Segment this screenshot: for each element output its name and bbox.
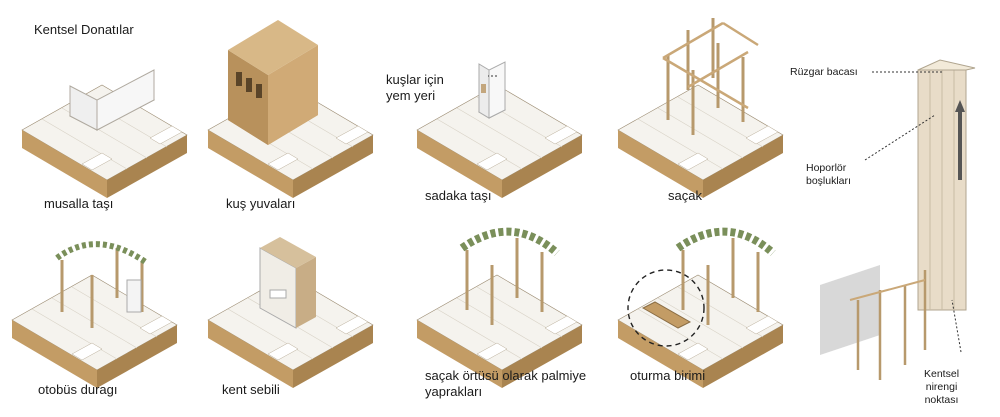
annotation-wind-tower: Rüzgar bacası bbox=[790, 66, 858, 78]
platform-otobus bbox=[11, 241, 178, 389]
label-otobus-duragi: otobüs duragı bbox=[38, 382, 118, 397]
highlight-circle bbox=[627, 269, 705, 347]
label-musalla-tasi: musalla taşı bbox=[44, 196, 114, 211]
wind-tower bbox=[820, 59, 976, 380]
landmark-leader bbox=[951, 299, 962, 353]
label-sacak: saçak bbox=[668, 188, 702, 203]
page-title: Kentsel Donatılar bbox=[34, 22, 134, 37]
platform-sacak bbox=[617, 18, 784, 199]
annotation-speaker: Hoporlör boşlukları bbox=[806, 162, 851, 187]
annotation-landmark: Kentsel nirengi noktası bbox=[924, 368, 960, 406]
platform-musalla bbox=[21, 69, 188, 199]
label-kus-yuvalari: kuş yuvaları bbox=[226, 196, 296, 211]
platform-oturma bbox=[617, 227, 784, 389]
annotation-bird-feed: kuşlar için yem yeri bbox=[386, 72, 444, 103]
label-oturma-birimi: oturma birimi bbox=[630, 368, 706, 383]
platform-kus-yuvalari bbox=[207, 20, 374, 199]
speaker-leader bbox=[864, 114, 936, 161]
label-palmiye: saçak örtüsü olarak palmiye yaprakları bbox=[425, 368, 587, 399]
platform-kent-sebili bbox=[207, 237, 374, 389]
platform-palmiye bbox=[416, 227, 583, 389]
label-kent-sebili: kent sebili bbox=[222, 382, 280, 397]
label-sadaka-tasi: sadaka taşı bbox=[425, 188, 492, 203]
